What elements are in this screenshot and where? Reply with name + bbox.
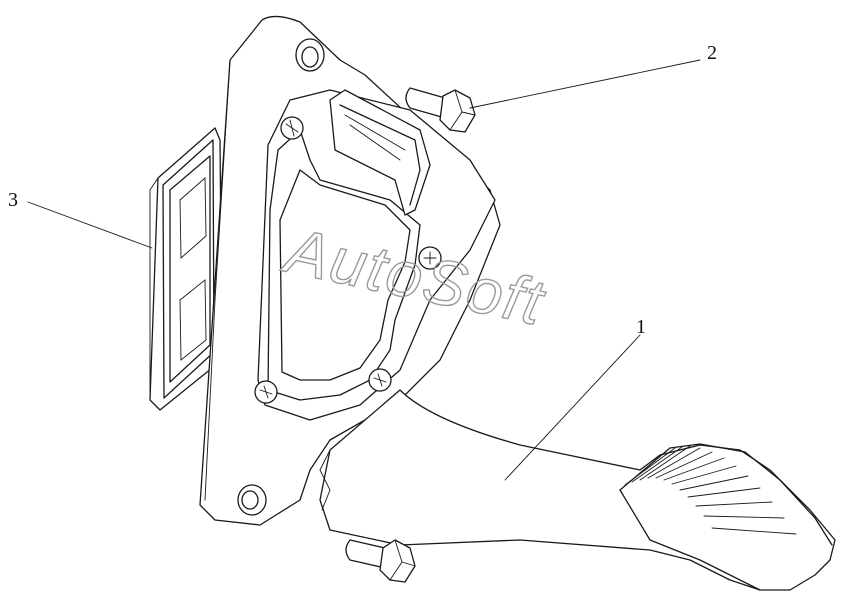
part-2-bolt-upper — [405, 87, 476, 133]
part-1-pedal — [319, 389, 836, 591]
leader-line-3 — [27, 201, 153, 249]
part-2-bolt-lower — [345, 539, 416, 583]
sensor-housing — [254, 89, 496, 421]
leader-line-2 — [469, 59, 701, 109]
callout-1: 1 — [636, 316, 646, 338]
callout-2: 2 — [707, 42, 717, 64]
leader-line-1 — [504, 334, 641, 481]
callout-3: 3 — [8, 189, 18, 211]
